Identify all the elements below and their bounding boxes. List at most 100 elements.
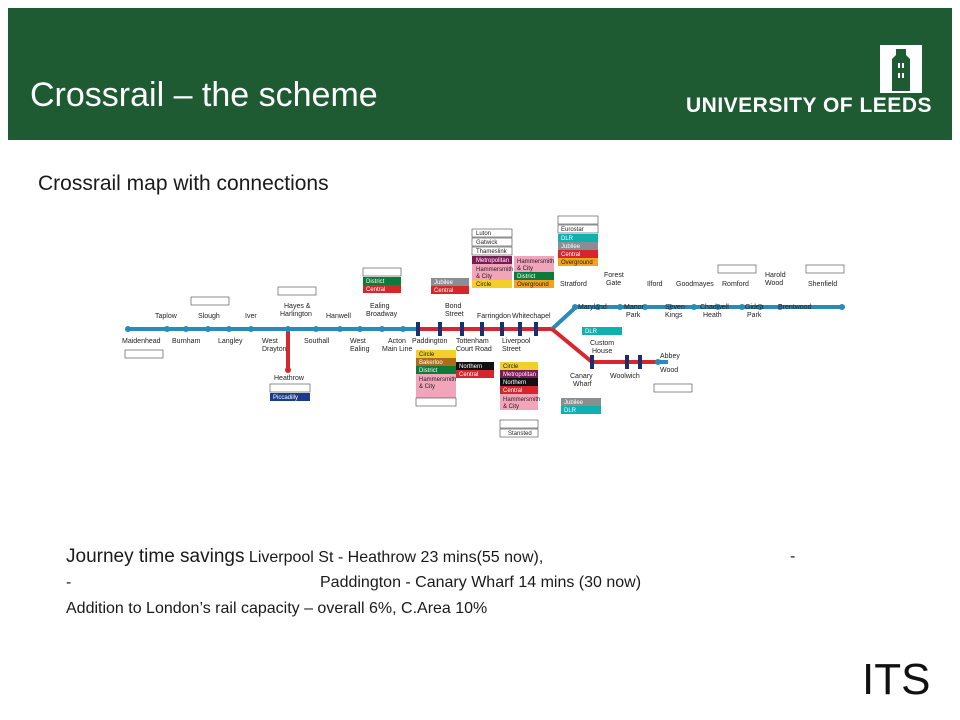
bond-jubilee-label: Jubilee: [434, 280, 454, 286]
station-liverpool: Liverpool: [502, 338, 531, 345]
station-forest-gate-2: Gate: [606, 280, 621, 287]
stratford-central: [558, 250, 598, 258]
whitechapel-overground: [514, 280, 554, 288]
whitechapel-hammersmith: [514, 256, 554, 272]
stratford-overground: [558, 258, 598, 266]
tcr-central: [456, 370, 494, 378]
whitechapel-hammersmith-label-2: & City: [517, 266, 533, 272]
liverpool-circle: [500, 362, 538, 370]
farringdon-luton: [471, 228, 513, 238]
stratford-overground-label: Overground: [561, 260, 593, 266]
subtitle: Crossrail map with connections: [38, 172, 329, 195]
paddington-district-label: District: [419, 368, 438, 374]
journey-lead: Journey time savings: [66, 546, 245, 567]
its-logo: ITS: [862, 652, 938, 705]
whitechapel-district: [514, 272, 554, 280]
farringdon-metropolitan: [472, 256, 512, 264]
station-hayes: Hayes &: [284, 303, 311, 310]
journey-dash-1: -: [790, 548, 796, 565]
paddington-bakerloo-label: Bakerloo: [419, 360, 443, 366]
airport-icons: [124, 264, 845, 429]
station-stratford: Stratford: [560, 281, 587, 288]
central-stations: [416, 322, 642, 369]
farringdon-gatwick-label: Gatwick: [476, 240, 498, 246]
station-shenfield: Shenfield: [808, 281, 837, 288]
station-ilford: Ilford: [647, 281, 663, 288]
station-acton: Acton: [388, 338, 406, 345]
abbey-wood-link: [550, 327, 594, 364]
paddington-circle-label: Circle: [419, 352, 435, 358]
station-gidea-2: Park: [747, 312, 762, 319]
station-harold-wood-2: Wood: [765, 280, 783, 287]
station-west-drayton: West: [262, 338, 278, 345]
journey-line-1: Journey time savings Liverpool St - Heat…: [66, 546, 543, 568]
station-heathrow: Heathrow: [274, 375, 305, 382]
header-bar: [8, 8, 952, 140]
station-paddington: Paddington: [412, 338, 448, 345]
capacity-line: Addition to London’s rail capacity – ove…: [66, 600, 488, 617]
farringdon-gatwick: [471, 237, 513, 247]
station-romford: Romford: [722, 281, 749, 288]
stratford-central-label: Central: [561, 252, 580, 258]
stratford-dlr: [558, 234, 598, 242]
whitechapel-district-label: District: [517, 274, 536, 280]
station-abbey-wood-2: Wood: [660, 367, 678, 374]
farringdon-metropolitan-label: Metropolitan: [476, 258, 509, 264]
ealing-district: [363, 277, 401, 285]
farringdon-luton-label: Luton: [476, 231, 491, 237]
station-gidea: Gidea: [745, 304, 764, 311]
station-chadwell-2: Heath: [703, 312, 722, 319]
station-custom-house: Custom: [590, 340, 614, 347]
liverpool-hammersmith: [500, 394, 538, 410]
custom-house-dlr-label: DLR: [585, 329, 598, 335]
paddington-hammersmith-label-2: & City: [419, 384, 435, 390]
station-woolwich: Woolwich: [610, 373, 640, 380]
heathrow-piccadilly-label: Piccadilly: [273, 395, 298, 401]
liverpool-metropolitan: [500, 370, 538, 378]
canary-jubilee: [561, 398, 601, 406]
bond-central: [431, 286, 469, 294]
station-farringdon: Farringdon: [477, 313, 511, 320]
heathrow-piccadilly: [270, 393, 310, 401]
station-abbey-wood: Abbey: [660, 353, 680, 360]
journey-dash-2: -: [66, 574, 72, 591]
liverpool-northern: [500, 378, 538, 386]
ealing-central: [363, 285, 401, 293]
station-slough: Slough: [198, 313, 220, 320]
bond-central-label: Central: [434, 288, 453, 294]
university-logo-text: UNIVERSITY OF LEEDS: [686, 94, 932, 117]
university-tower-logo: [880, 45, 922, 93]
ealing-district-label: District: [366, 279, 385, 285]
stratford-eurostar: [557, 224, 599, 234]
station-tottenham: Tottenham: [456, 338, 489, 345]
station-chadwell: Chadwell: [700, 304, 729, 311]
station-west-ealing: West: [350, 338, 366, 345]
canary-jubilee-label: Jubilee: [564, 400, 584, 406]
heathrow-dot: [285, 367, 291, 373]
canary-dlr: [561, 406, 601, 414]
paddington-airport: [415, 397, 457, 407]
paddington-hammersmith-label: Hammersmith: [419, 377, 456, 383]
custom-house-dlr: [582, 327, 622, 335]
station-liverpool-2: Street: [502, 346, 521, 353]
whitechapel-hammersmith-label: Hammersmith: [517, 259, 554, 265]
liverpool-hammersmith-label-2: & City: [503, 404, 519, 410]
its-logo-icon: ITS: [862, 655, 930, 704]
station-harold-wood: Harold: [765, 272, 786, 279]
station-canary-wharf: Canary: [570, 373, 593, 380]
station-brentwood: Brentwood: [778, 304, 812, 311]
station-taplow: Taplow: [155, 313, 178, 320]
station-ealing: Ealing: [370, 303, 390, 310]
station-manor-park: Manor: [624, 304, 645, 311]
station-west-drayton-2: Drayton: [262, 346, 287, 353]
abbey-wood-dot: [655, 359, 661, 365]
station-goodmayes: Goodmayes: [676, 281, 714, 288]
liverpool-hammersmith-label: Hammersmith: [503, 397, 540, 403]
station-west-ealing-2: Ealing: [350, 346, 370, 353]
liverpool-central-label: Central: [503, 388, 522, 394]
stratford-jubilee-label: Jubilee: [561, 244, 581, 250]
farringdon-hammersmith-label: Hammersmith: [476, 267, 513, 273]
stratford-dlr-label: DLR: [561, 236, 574, 242]
station-whitechapel: Whitechapel: [512, 313, 551, 320]
station-seven-kings-2: Kings: [665, 312, 683, 319]
